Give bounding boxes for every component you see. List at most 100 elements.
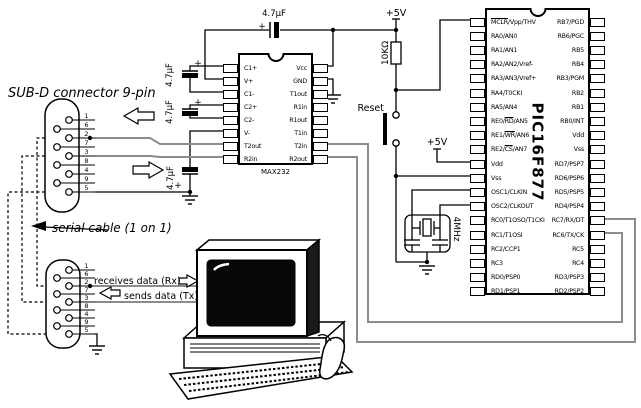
pin-label: R2in [244,155,258,163]
pin-box [590,17,605,27]
pin-box [223,63,238,73]
pin-box [223,76,238,86]
chip-pin-left-2: RA1/AN1 [470,45,588,55]
cap3-value-label: 4.7µF [166,166,176,190]
chip-pin-right-4: R1out [240,115,328,125]
pin-label: RD4/PSP4 [554,203,585,211]
resistor-value-label: 10KΩ [381,41,391,65]
crystal-value-label: 4MHz [451,217,461,242]
screen-glint [213,262,230,271]
chip-pin-left-2: C1- [223,89,311,99]
pin-label: R1out [289,116,307,124]
chip-pin-left-1: RA0/AN0 [470,31,588,41]
pin-label: C1- [244,90,255,98]
pin-label: RB6/PGC [557,32,585,40]
cap2-plus: + [194,98,202,108]
pin-label: OSC1/CLKIN [491,188,528,196]
pin-box [470,102,485,112]
data-direction-arrows [98,106,200,301]
chip-pin-right-15: RC6/TX/CK [487,230,605,240]
svg-text:9: 9 [84,175,88,183]
chip-pin-right-7: RB0/INT [487,116,605,126]
pin-label: T1in [294,129,307,137]
ground-symbols [89,94,435,355]
chip-pin-right-0: RB7/PGD [487,17,605,27]
pin-box [590,31,605,41]
chip-pin-left-4: RA3/AN3/Vref+ [470,74,588,84]
chip-pin-right-5: RB2 [487,88,605,98]
pin-box [470,187,485,197]
cap-top-plus: + [258,22,266,32]
receives-data-label: receives data (Rx) [94,276,181,287]
annotations: SUB-D connector 9-pin serial cable (1 on… [8,8,461,302]
chip-pin-right-5: T1in [240,128,328,138]
pin-box [470,244,485,254]
pin-box [590,60,605,70]
chip-pin-left-0: C1+ [223,63,311,73]
chip-pin-left-13: OSC2/CLKOUT [470,202,588,212]
chip-pin-right-0: Vcc [240,63,328,73]
chip-notch [267,53,284,62]
svg-text:7: 7 [84,286,88,294]
chip-pin-left-10: Vdd [470,159,588,169]
pin-label: RC2/CCP1 [491,245,521,253]
pin-label: RB7/PGD [557,18,584,26]
computer-monitor [194,238,322,338]
pin-box [590,159,605,169]
pin-box [470,216,485,226]
pin-label: V+ [244,77,254,85]
pin-label: RC5 [572,245,584,253]
pin-label: OSC2/CLKOUT [491,203,534,211]
pin-label: R1in [293,103,308,111]
chip-pin-left-5: V- [223,128,311,138]
chip-pin-right-17: RC4 [487,258,605,268]
pin-box [470,17,485,27]
pin-label: R2out [289,155,307,163]
chip-pin-left-7: R2in [223,154,311,164]
pin-label: RE0/RD/AN5 [491,117,528,125]
case-vents [190,343,320,353]
pin-label: RD6/PSP6 [554,174,585,182]
pin-box [470,287,485,297]
pin-box [590,131,605,141]
pin-label: RD7/PSP7 [554,160,585,168]
chip-notch [529,8,546,17]
pin-label: T1out [289,90,307,98]
pin-box [313,141,328,151]
pin-label: T2out [244,142,262,150]
max232-name-label: MAX232 [261,168,290,176]
pin-label: RB1 [571,103,584,111]
chip-pin-right-8: Vdd [487,131,605,141]
pin-box [590,145,605,155]
chip-pin-left-6: RA5/AN4 [470,102,588,112]
pin-label: Vss [491,174,502,182]
pic-name-label: PIC16F877 [528,101,547,202]
pin-box [470,258,485,268]
pin-box [223,141,238,151]
pin-box [223,154,238,164]
pin-label: RA3/AN3/Vref+ [491,75,537,83]
pin-label: RE2/CS/AN7 [491,146,528,154]
svg-text:3: 3 [84,148,88,156]
chip-pin-right-16: RC5 [487,244,605,254]
pin-label: Vcc [296,64,307,72]
chip-pin-left-5: RA4/T0CKI [470,88,588,98]
pin-label: RE1/WR/AN6 [491,132,530,140]
keyboard-keys [178,361,350,392]
db9-connector-top: 1 6 2 7 3 8 4 9 5 [44,98,95,213]
pin-label: Vss [573,146,584,154]
pin-box [313,63,328,73]
pin-box [470,60,485,70]
pin-box [590,273,605,283]
chip-pin-left-4: C2- [223,115,311,125]
svg-text:6: 6 [84,121,88,129]
svg-text:8: 8 [84,157,88,165]
pin-box [590,88,605,98]
pin-label: RD1/PSP1 [491,288,521,296]
pin-box [590,102,605,112]
svg-text:9: 9 [84,318,88,326]
pin-label: V- [244,129,250,137]
chip-pin-left-1: V+ [223,76,311,86]
pin-box [590,216,605,226]
